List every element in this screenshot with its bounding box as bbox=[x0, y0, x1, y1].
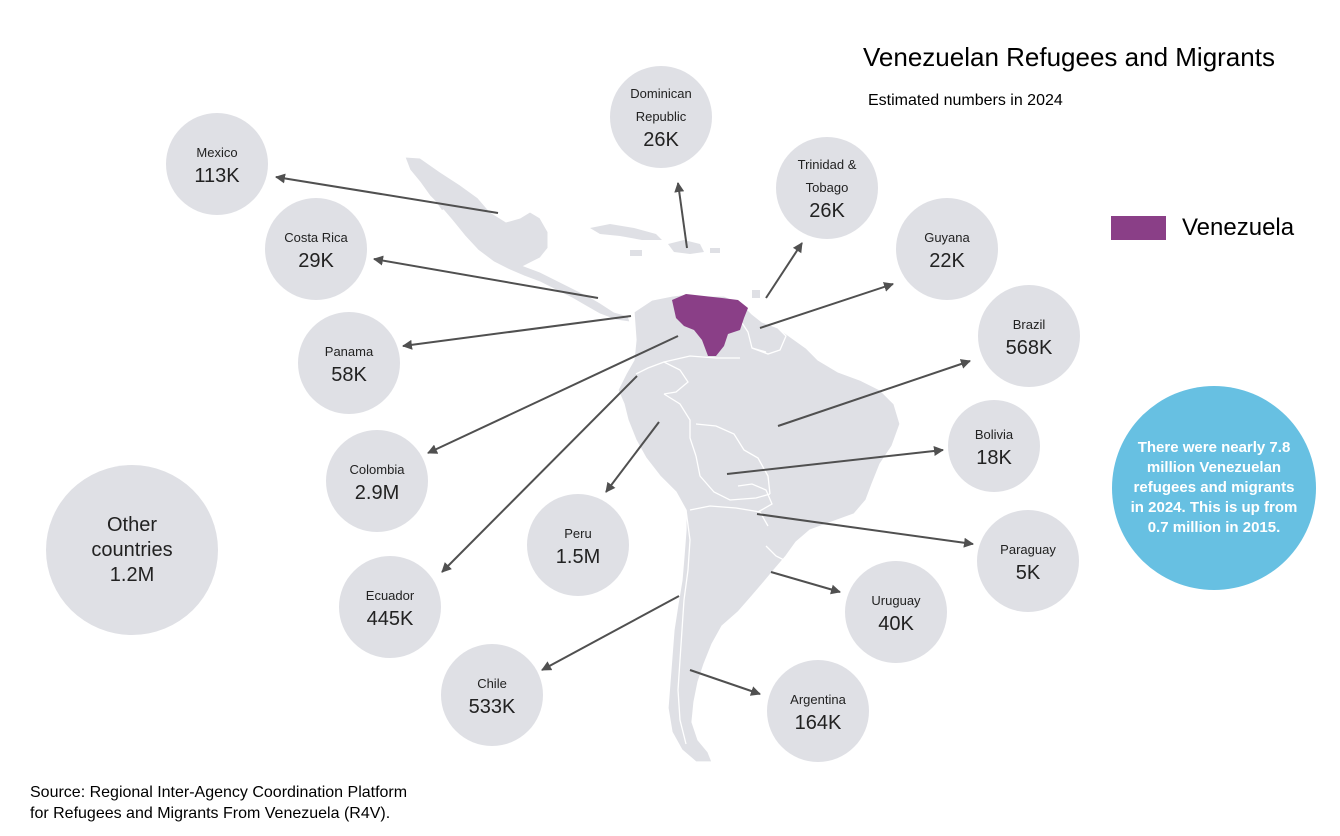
bubble-guyana: Guyana 22K bbox=[896, 198, 998, 300]
country-value: 18K bbox=[976, 446, 1012, 469]
country-borders bbox=[635, 311, 797, 745]
arrow-ecuador bbox=[441, 375, 638, 573]
country-value: 40K bbox=[878, 612, 914, 635]
jamaica-land bbox=[630, 250, 642, 256]
migration-arrows bbox=[275, 173, 974, 696]
country-value: 533K bbox=[468, 695, 516, 718]
country-name: Argentina bbox=[790, 691, 846, 707]
country-value: 2.9M bbox=[354, 481, 400, 504]
country-value: 164K bbox=[794, 711, 842, 734]
arrow-paraguay bbox=[756, 513, 974, 548]
country-value: 26K bbox=[809, 200, 845, 222]
legend: Venezuela bbox=[1111, 214, 1294, 242]
country-name: Mexico bbox=[196, 144, 238, 160]
source-line-2: for Refugees and Migrants From Venezuela… bbox=[30, 805, 391, 822]
central-america-land bbox=[404, 156, 631, 323]
bubble-chile: Chile 533K bbox=[441, 644, 543, 746]
country-value: 1.2M bbox=[109, 563, 155, 586]
arrow-bolivia bbox=[726, 446, 944, 475]
country-name: Uruguay bbox=[871, 592, 921, 608]
country-value: 58K bbox=[331, 363, 367, 386]
source-note: Source: Regional Inter-Agency Coordinati… bbox=[30, 782, 470, 824]
chart-subtitle: Estimated numbers in 2024 bbox=[868, 92, 1063, 109]
arrow-brazil bbox=[777, 359, 971, 427]
country-name: Paraguay bbox=[1000, 541, 1056, 557]
country-value: 26K bbox=[643, 129, 679, 151]
legend-label: Venezuela bbox=[1182, 214, 1295, 241]
bubble-brazil: Brazil 568K bbox=[978, 285, 1080, 387]
south-america-land bbox=[617, 293, 901, 763]
bubble-mexico: Mexico 113K bbox=[166, 113, 268, 215]
summary-note: There were nearly 7.8 million Venezuelan… bbox=[1112, 386, 1316, 590]
country-name: Guyana bbox=[924, 229, 970, 245]
bubble-costa-rica: Costa Rica 29K bbox=[265, 198, 367, 300]
cuba-land bbox=[590, 224, 662, 240]
country-value: 568K bbox=[1005, 336, 1053, 359]
country-name: Chile bbox=[477, 675, 507, 691]
country-name: Panama bbox=[324, 343, 374, 359]
chart-title: Venezuelan Refugees and Migrants bbox=[863, 42, 1275, 72]
country-name: Brazil bbox=[1012, 316, 1046, 332]
arrow-guyana bbox=[759, 282, 894, 329]
country-value: 5K bbox=[1015, 561, 1041, 584]
country-name: Trinidad & Tobago bbox=[797, 157, 857, 195]
venezuela-shape bbox=[672, 294, 748, 356]
trinidad-land bbox=[752, 290, 760, 298]
country-name: Colombia bbox=[349, 461, 405, 477]
bubble-ecuador: Ecuador 445K bbox=[339, 556, 441, 658]
arrow-costa-rica bbox=[373, 255, 599, 299]
puerto-rico-land bbox=[710, 248, 720, 253]
arrow-chile bbox=[541, 595, 680, 671]
arrow-colombia bbox=[427, 335, 679, 454]
bubble-paraguay: Paraguay 5K bbox=[977, 510, 1079, 612]
arrow-mexico bbox=[275, 173, 499, 214]
country-value: 1.5M bbox=[555, 545, 601, 568]
bubble-trinidad-tobago: Trinidad & Tobago 26K bbox=[776, 137, 878, 239]
bubble-other-countries: Other countries 1.2M bbox=[46, 465, 218, 635]
country-name: Dominican Republic bbox=[630, 86, 692, 124]
bubble-uruguay: Uruguay 40K bbox=[845, 561, 947, 663]
bubble-peru: Peru 1.5M bbox=[527, 494, 629, 596]
arrow-argentina bbox=[689, 669, 761, 696]
country-name: Ecuador bbox=[365, 587, 415, 603]
country-value: 22K bbox=[929, 249, 965, 272]
source-line-1: Source: Regional Inter-Agency Coordinati… bbox=[30, 784, 408, 801]
arrow-panama bbox=[402, 315, 632, 350]
bubble-colombia: Colombia 2.9M bbox=[326, 430, 428, 532]
bubble-dominican-republic: Dominican Republic 26K bbox=[610, 66, 712, 168]
arrow-peru bbox=[605, 421, 660, 493]
legend-swatch bbox=[1111, 216, 1166, 240]
country-name: Peru bbox=[564, 525, 592, 541]
country-name: Bolivia bbox=[974, 426, 1014, 442]
country-value: 29K bbox=[298, 249, 334, 272]
country-name: Other countries bbox=[91, 513, 173, 561]
bubble-bolivia: Bolivia 18K bbox=[948, 400, 1040, 492]
arrow-dominican-republic bbox=[674, 182, 688, 249]
land-shapes bbox=[404, 156, 901, 763]
country-name: Costa Rica bbox=[284, 229, 348, 245]
bubble-argentina: Argentina 164K bbox=[767, 660, 869, 762]
baja-california-land bbox=[418, 170, 446, 210]
country-value: 445K bbox=[366, 607, 414, 630]
arrow-uruguay bbox=[770, 571, 841, 595]
bubble-panama: Panama 58K bbox=[298, 312, 400, 414]
arrow-trinidad-tobago bbox=[765, 242, 803, 299]
summary-text: There were nearly 7.8 million Venezuelan… bbox=[1130, 439, 1298, 536]
country-value: 113K bbox=[194, 164, 240, 187]
